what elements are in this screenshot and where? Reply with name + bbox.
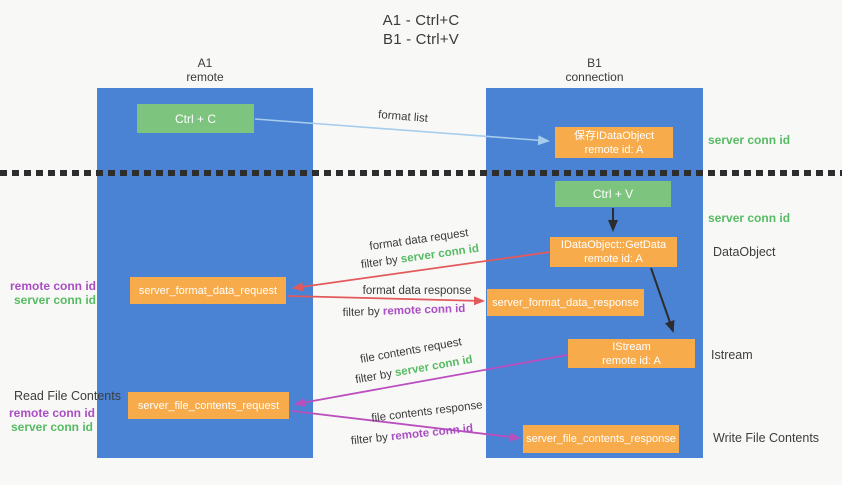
save-idataobject-line2: remote id: A xyxy=(584,143,644,156)
server-format-data-request-label: server_format_data_request xyxy=(138,284,278,297)
istream-text: IStream remote id: A xyxy=(602,340,661,368)
save-idataobject-box: 保存IDataObject remote id: A xyxy=(555,127,673,158)
dataobject-label: DataObject xyxy=(713,245,776,259)
read-file-contents-label: Read File Contents xyxy=(13,389,121,403)
server-file-contents-response-box: server_file_contents_response xyxy=(523,425,679,453)
server-conn-id-label-mid-right: server conn id xyxy=(708,211,791,225)
server-file-contents-response-label: server_file_contents_response xyxy=(526,433,676,445)
lane-b1-subtitle: connection xyxy=(565,70,624,84)
server-conn-id-label-left-bottom: server conn id xyxy=(10,420,93,434)
istream-side-label: Istream xyxy=(711,348,753,362)
lane-header-b1: B1 connection xyxy=(486,56,703,84)
server-format-data-response-box: server_format_data_response xyxy=(487,289,644,316)
title-line-1: A1 - Ctrl+C xyxy=(382,12,460,29)
filter-by-text: filter by xyxy=(360,253,402,272)
diagram-title: A1 - Ctrl+C B1 - Ctrl+V xyxy=(0,11,842,49)
filter-by-text: filter by xyxy=(354,367,397,387)
format-list-label: format list xyxy=(377,109,429,125)
file-contents-response-label: file contents response xyxy=(370,399,484,425)
filter-by-text: filter by xyxy=(342,305,384,320)
filter-by-text: filter by xyxy=(350,431,392,448)
remote-conn-id-key: remote conn id xyxy=(382,302,466,318)
ctrl-v-box: Ctrl + V xyxy=(555,181,671,207)
file-contents-response-filter-label: filter by remote conn id xyxy=(350,423,473,448)
save-idataobject-text: 保存IDataObject remote id: A xyxy=(574,129,654,157)
write-file-contents-label: Write File Contents xyxy=(713,431,820,445)
remote-conn-id-label-left-bottom: remote conn id xyxy=(8,406,95,420)
server-file-contents-request-box: server_file_contents_request xyxy=(128,392,289,419)
ctrl-c-box: Ctrl + C xyxy=(137,104,254,133)
lane-a1-name: A1 xyxy=(197,56,213,70)
format-data-response-filter-label: filter by remote conn id xyxy=(342,303,465,319)
idataobject-getdata-text: IDataObject::GetData remote id: A xyxy=(561,238,666,266)
idataobject-getdata-box: IDataObject::GetData remote id: A xyxy=(550,237,677,267)
istream-line1: IStream xyxy=(612,340,651,353)
format-data-response-label: format data response xyxy=(362,285,472,297)
istream-line2: remote id: A xyxy=(602,354,661,367)
server-format-data-response-label: server_format_data_response xyxy=(492,296,639,309)
ctrl-v-label: Ctrl + V xyxy=(592,187,634,201)
server-format-data-request-box: server_format_data_request xyxy=(130,277,286,304)
server-conn-id-label-left-top: server conn id xyxy=(13,293,96,307)
ctrl-c-label: Ctrl + C xyxy=(174,111,216,126)
save-idataobject-line1: 保存IDataObject xyxy=(573,129,655,142)
remote-conn-id-label-left-top: remote conn id xyxy=(9,279,96,293)
session-divider-dotted-line xyxy=(0,170,842,176)
remote-conn-id-key: remote conn id xyxy=(390,422,474,444)
istream-box: IStream remote id: A xyxy=(568,339,695,368)
server-conn-id-label-top-right: server conn id xyxy=(708,133,791,147)
server-file-contents-request-label: server_file_contents_request xyxy=(137,399,280,412)
title-line-2: B1 - Ctrl+V xyxy=(383,31,459,48)
idataobject-getdata-line2: remote id: A xyxy=(584,253,643,265)
idataobject-getdata-line1: IDataObject::GetData xyxy=(560,239,667,251)
lane-b1-name: B1 xyxy=(587,56,602,70)
lane-a1-subtitle: remote xyxy=(186,70,224,84)
lane-header-a1: A1 remote xyxy=(97,56,313,84)
